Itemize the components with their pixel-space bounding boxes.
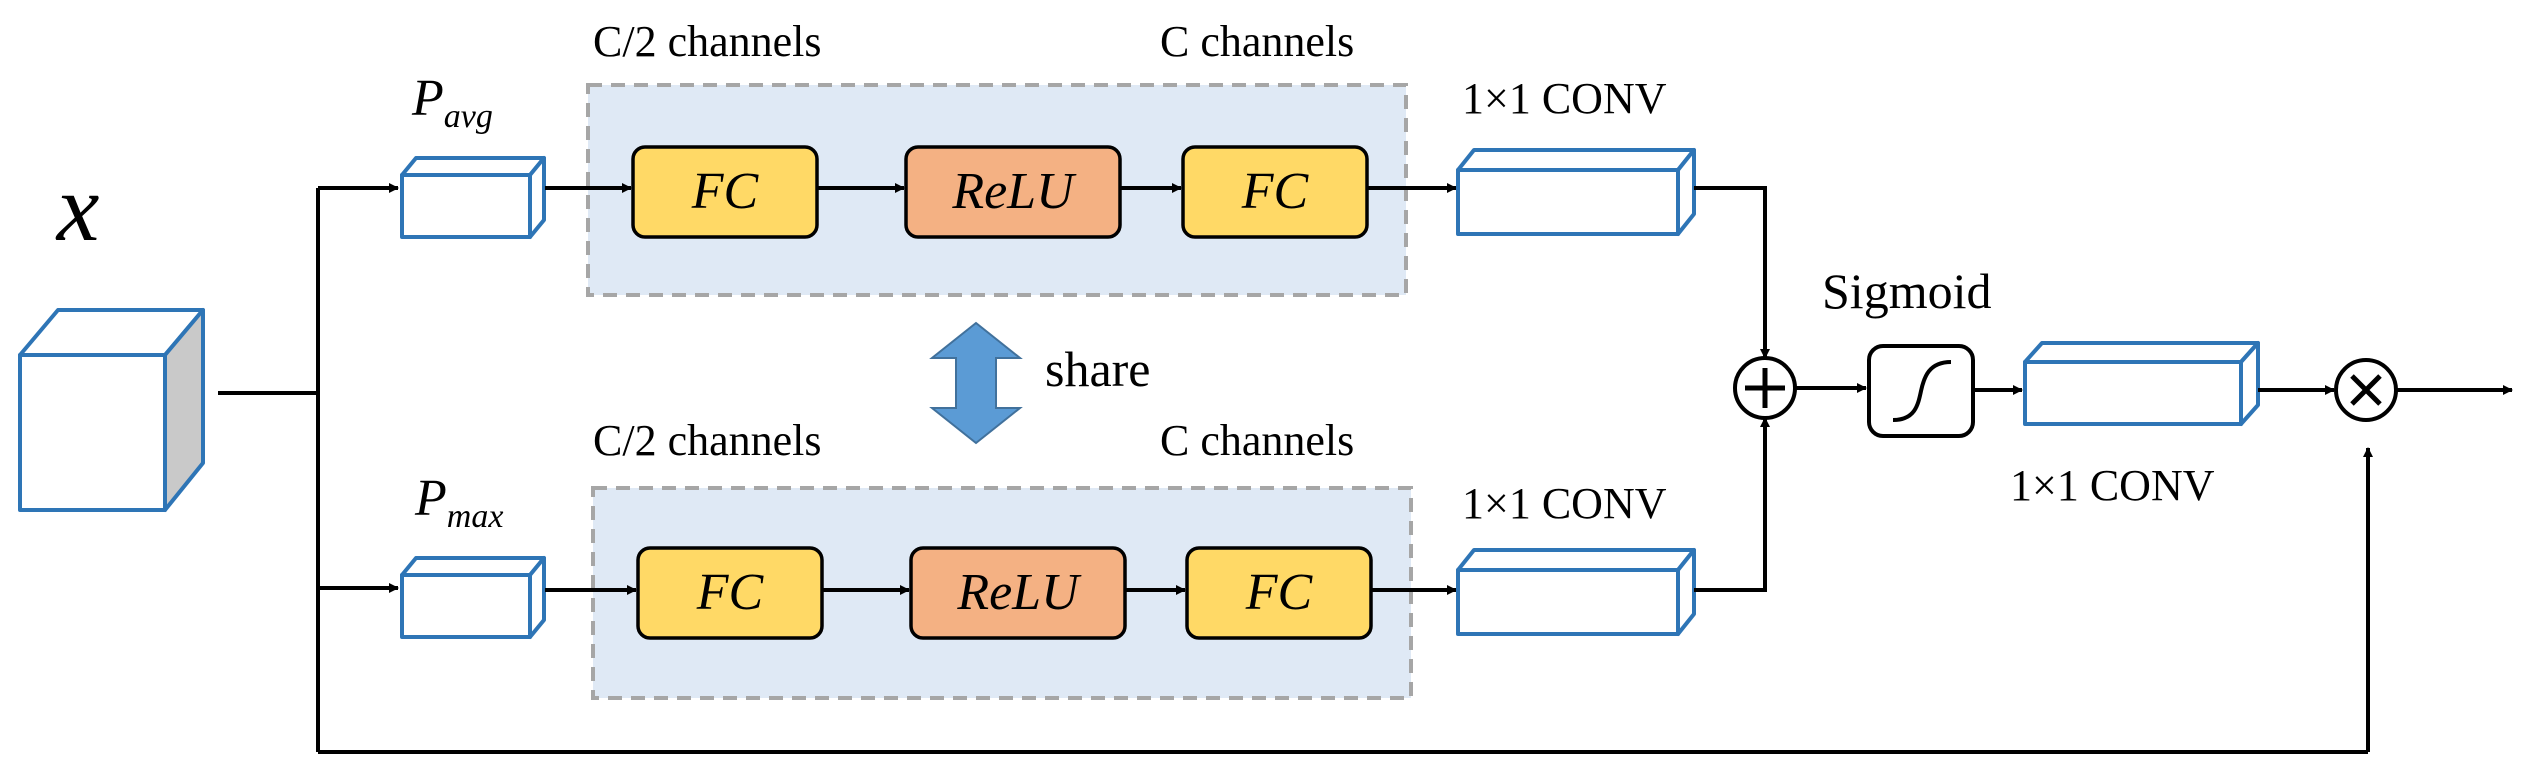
top-conv-label: 1×1 CONV xyxy=(1462,74,1667,123)
merge-connectors xyxy=(1694,186,1770,592)
max-pool-vector xyxy=(400,556,546,639)
max-pool-sub: max xyxy=(447,498,504,535)
avg-pool-sub: avg xyxy=(444,98,493,135)
top-fc2-label: FC xyxy=(1241,163,1310,220)
sigmoid-label: Sigmoid xyxy=(1822,263,1991,319)
top-fc2-box xyxy=(1181,145,1369,239)
avg-pool-label: Pavg xyxy=(411,70,493,135)
max-pool-base: P xyxy=(414,470,447,527)
input-feature-cube xyxy=(18,308,205,512)
bottom-relu-label: ReLU xyxy=(956,564,1082,621)
bottom-channels-right: C channels xyxy=(1160,416,1354,465)
bottom-fc2-box xyxy=(1185,546,1373,640)
bottom-fc1-label: FC xyxy=(696,564,765,621)
share-arrow-icon xyxy=(929,321,1023,445)
avg-pool-base: P xyxy=(411,70,444,127)
top-fc1-box xyxy=(631,145,819,239)
top-conv-block xyxy=(1456,148,1696,236)
output-conv-block xyxy=(2023,341,2260,426)
bottom-fc2-label: FC xyxy=(1245,564,1314,621)
bottom-channels-left: C/2 channels xyxy=(593,416,822,465)
share-label: share xyxy=(1045,341,1151,397)
avg-pool-vector xyxy=(400,156,546,239)
input-label: x xyxy=(55,154,100,261)
bottom-conv-label: 1×1 CONV xyxy=(1462,479,1667,528)
add-icon xyxy=(1733,356,1797,420)
bottom-relu-box xyxy=(909,546,1127,640)
multiply-icon xyxy=(2334,358,2398,422)
bottom-conv-block xyxy=(1456,548,1696,636)
top-channels-right: C channels xyxy=(1160,17,1354,66)
sigmoid-icon xyxy=(1867,344,1975,438)
top-fc1-label: FC xyxy=(691,163,760,220)
bottom-fc1-box xyxy=(636,546,824,640)
input-connectors xyxy=(218,183,2373,754)
output-conv-label: 1×1 CONV xyxy=(2010,461,2215,510)
max-pool-label: Pmax xyxy=(414,470,503,535)
top-relu-box xyxy=(904,145,1122,239)
top-channels-left: C/2 channels xyxy=(593,17,822,66)
top-relu-label: ReLU xyxy=(951,163,1077,220)
